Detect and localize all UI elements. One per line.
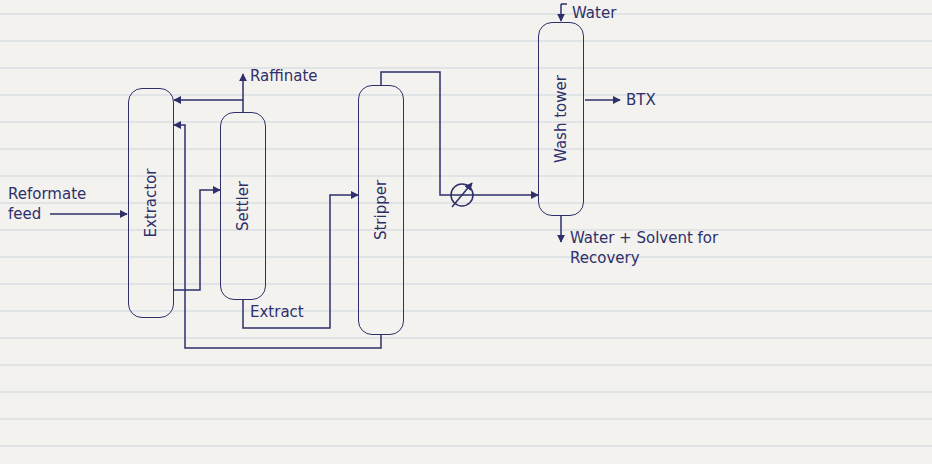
- vessel-name: Wash tower: [551, 75, 571, 163]
- water-arrow: [560, 4, 562, 21]
- stream-label: BTX: [626, 90, 656, 110]
- stream-label: Reformate feed: [8, 184, 92, 224]
- water-line: [561, 3, 567, 5]
- stream-arrows: [50, 4, 620, 242]
- column-vessel: Stripper: [358, 85, 404, 335]
- process-line: [381, 72, 538, 195]
- vessel-name: Extractor: [141, 168, 161, 237]
- process-line: [174, 190, 220, 290]
- column-vessel: Extractor: [128, 88, 174, 318]
- vessel-name: Stripper: [371, 180, 391, 240]
- column-vessel: Settler: [220, 112, 266, 300]
- feed-arrow: [50, 213, 127, 215]
- process-line: [243, 195, 358, 328]
- column-vessel: Wash tower: [538, 22, 584, 216]
- stream-label: Water: [572, 3, 616, 23]
- vessel-name: Settler: [233, 181, 253, 231]
- raffinate-arrow: [242, 74, 244, 100]
- process-line: [174, 125, 381, 348]
- stream-label: Water + Solvent for Recovery: [570, 228, 750, 268]
- ruled-paper: [0, 14, 932, 446]
- stream-label: Extract: [250, 302, 304, 322]
- stream-label: Raffinate: [250, 66, 318, 86]
- bottoms-arrow: [560, 216, 562, 242]
- btx-arrow: [585, 99, 620, 101]
- process-line: [174, 100, 243, 112]
